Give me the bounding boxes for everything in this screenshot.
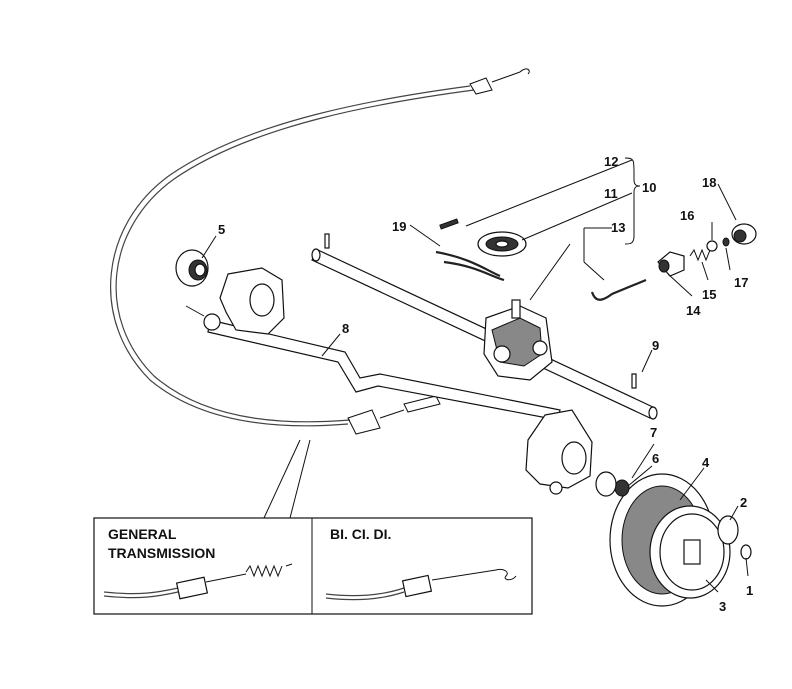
drive-shaft — [311, 248, 658, 420]
pin-9 — [631, 373, 637, 389]
spring-15 — [689, 248, 711, 262]
callout-2: 2 — [740, 495, 747, 510]
callout-10: 10 — [642, 180, 656, 195]
callout-13: 13 — [611, 220, 625, 235]
washer-16 — [706, 240, 718, 252]
callout-1: 1 — [746, 583, 753, 598]
callout-15: 15 — [702, 287, 716, 302]
inset-right-title: BI. CI. DI. — [330, 526, 391, 542]
callout-8: 8 — [342, 321, 349, 336]
left-bracket — [185, 267, 285, 335]
callout-labels: 1 2 3 4 5 6 7 8 9 10 11 12 13 14 15 16 1… — [218, 154, 753, 614]
pin-top — [324, 233, 330, 249]
callout-9: 9 — [652, 338, 659, 353]
bushing-5 — [175, 249, 209, 287]
inset-pointer — [263, 439, 311, 519]
callout-6: 6 — [652, 451, 659, 466]
callout-19: 19 — [392, 219, 406, 234]
callout-12: 12 — [604, 154, 618, 169]
wheel-assembly — [595, 471, 752, 607]
callout-3: 3 — [719, 599, 726, 614]
inset-box: GENERAL TRANSMISSION BI. CI. DI. — [93, 517, 533, 615]
callout-5: 5 — [218, 222, 225, 237]
inset-left-title-line1: GENERAL — [108, 526, 177, 542]
callout-4: 4 — [702, 455, 710, 470]
adjuster-14 — [657, 251, 685, 277]
callout-16: 16 — [680, 208, 694, 223]
leader-lines — [201, 157, 749, 593]
pulley-assembly — [435, 218, 527, 282]
callout-7: 7 — [650, 425, 657, 440]
callout-17: 17 — [734, 275, 748, 290]
gearbox — [483, 299, 553, 381]
lever-13 — [590, 278, 647, 301]
control-cable — [110, 68, 530, 435]
bi-ci-di-cable — [325, 569, 517, 601]
callout-11: 11 — [604, 186, 618, 201]
washer-17 — [722, 237, 730, 247]
right-bracket — [525, 409, 593, 495]
callout-14: 14 — [686, 303, 701, 318]
callout-18: 18 — [702, 175, 716, 190]
general-transmission-cable — [103, 563, 293, 600]
knob-18 — [731, 223, 757, 245]
inset-left-title-line2: TRANSMISSION — [108, 545, 215, 561]
